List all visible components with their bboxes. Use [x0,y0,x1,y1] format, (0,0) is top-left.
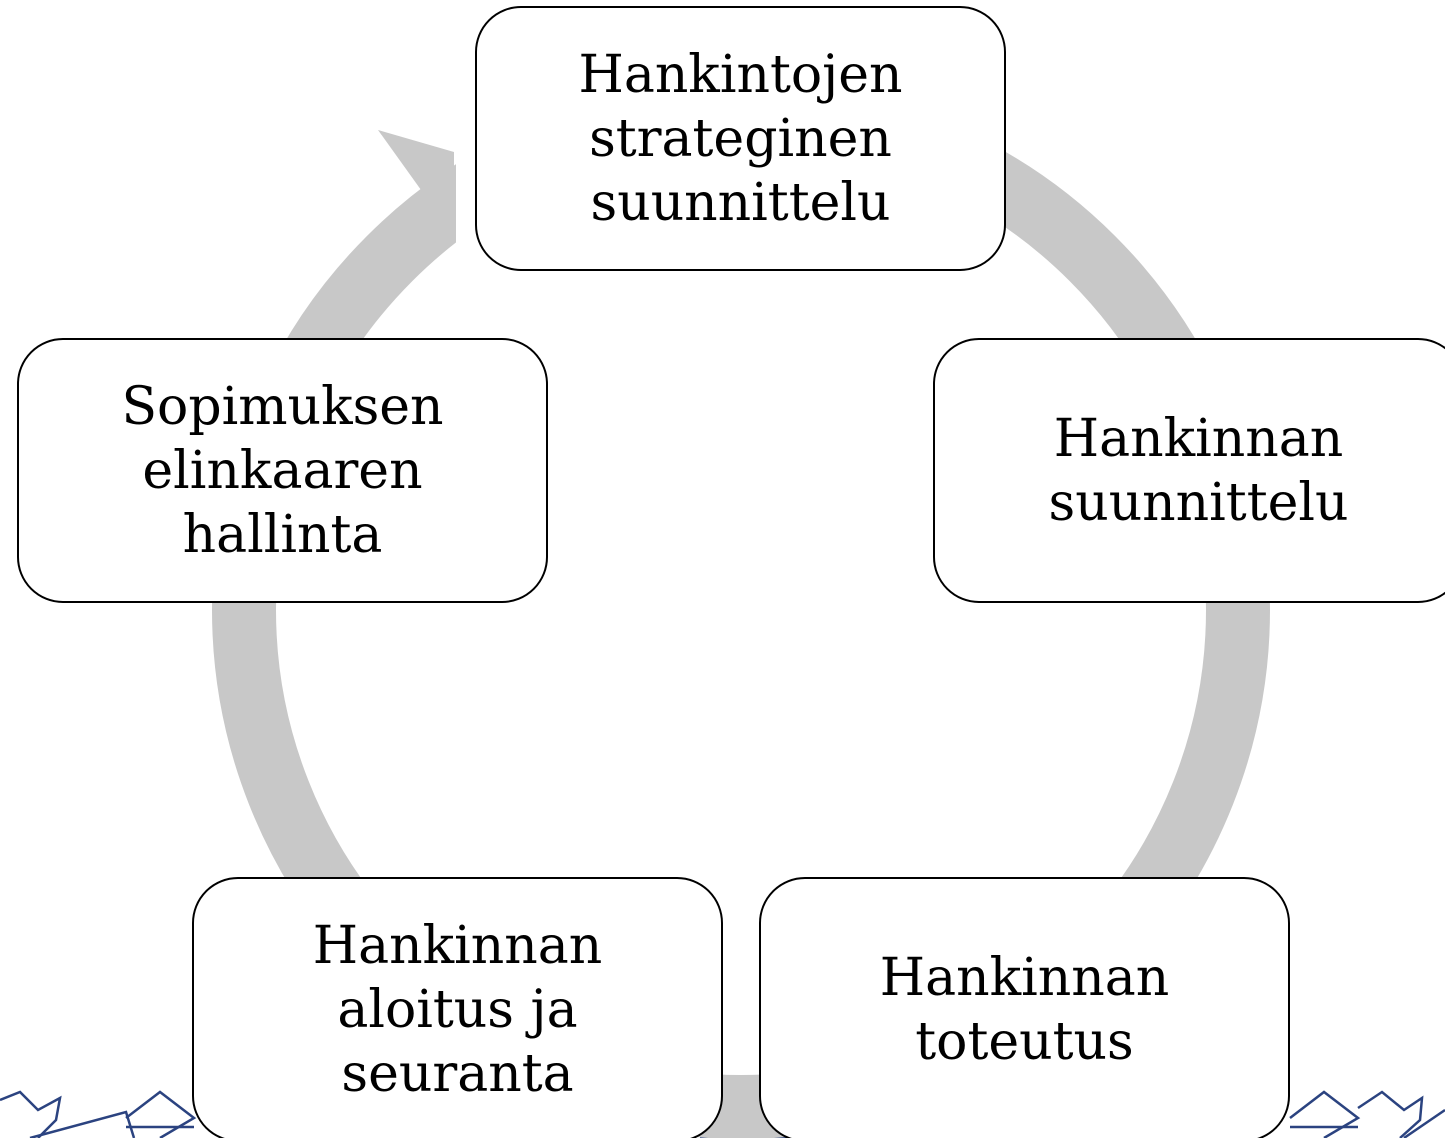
left-ornament-icon [0,1090,197,1138]
step-label-strategic-planning: Hankintojen strateginen suunnittelu [578,44,903,233]
step-label-contract-lifecycle: Sopimuksen elinkaaren hallinta [121,376,444,565]
step-box-procurement-planning: Hankinnan suunnittelu [933,338,1445,603]
step-label-procurement-execution: Hankinnan toteutus [879,947,1170,1072]
step-box-procurement-execution: Hankinnan toteutus [759,877,1290,1138]
step-box-procurement-start-monitoring: Hankinnan aloitus ja seuranta [192,877,723,1138]
right-ornament-icon [1289,1090,1445,1138]
step-label-procurement-start-monitoring: Hankinnan aloitus ja seuranta [312,915,603,1104]
step-label-procurement-planning: Hankinnan suunnittelu [1048,408,1349,533]
cycle-arrow-head-icon [378,130,454,236]
step-box-strategic-planning: Hankintojen strateginen suunnittelu [475,6,1006,271]
step-box-contract-lifecycle: Sopimuksen elinkaaren hallinta [17,338,548,603]
